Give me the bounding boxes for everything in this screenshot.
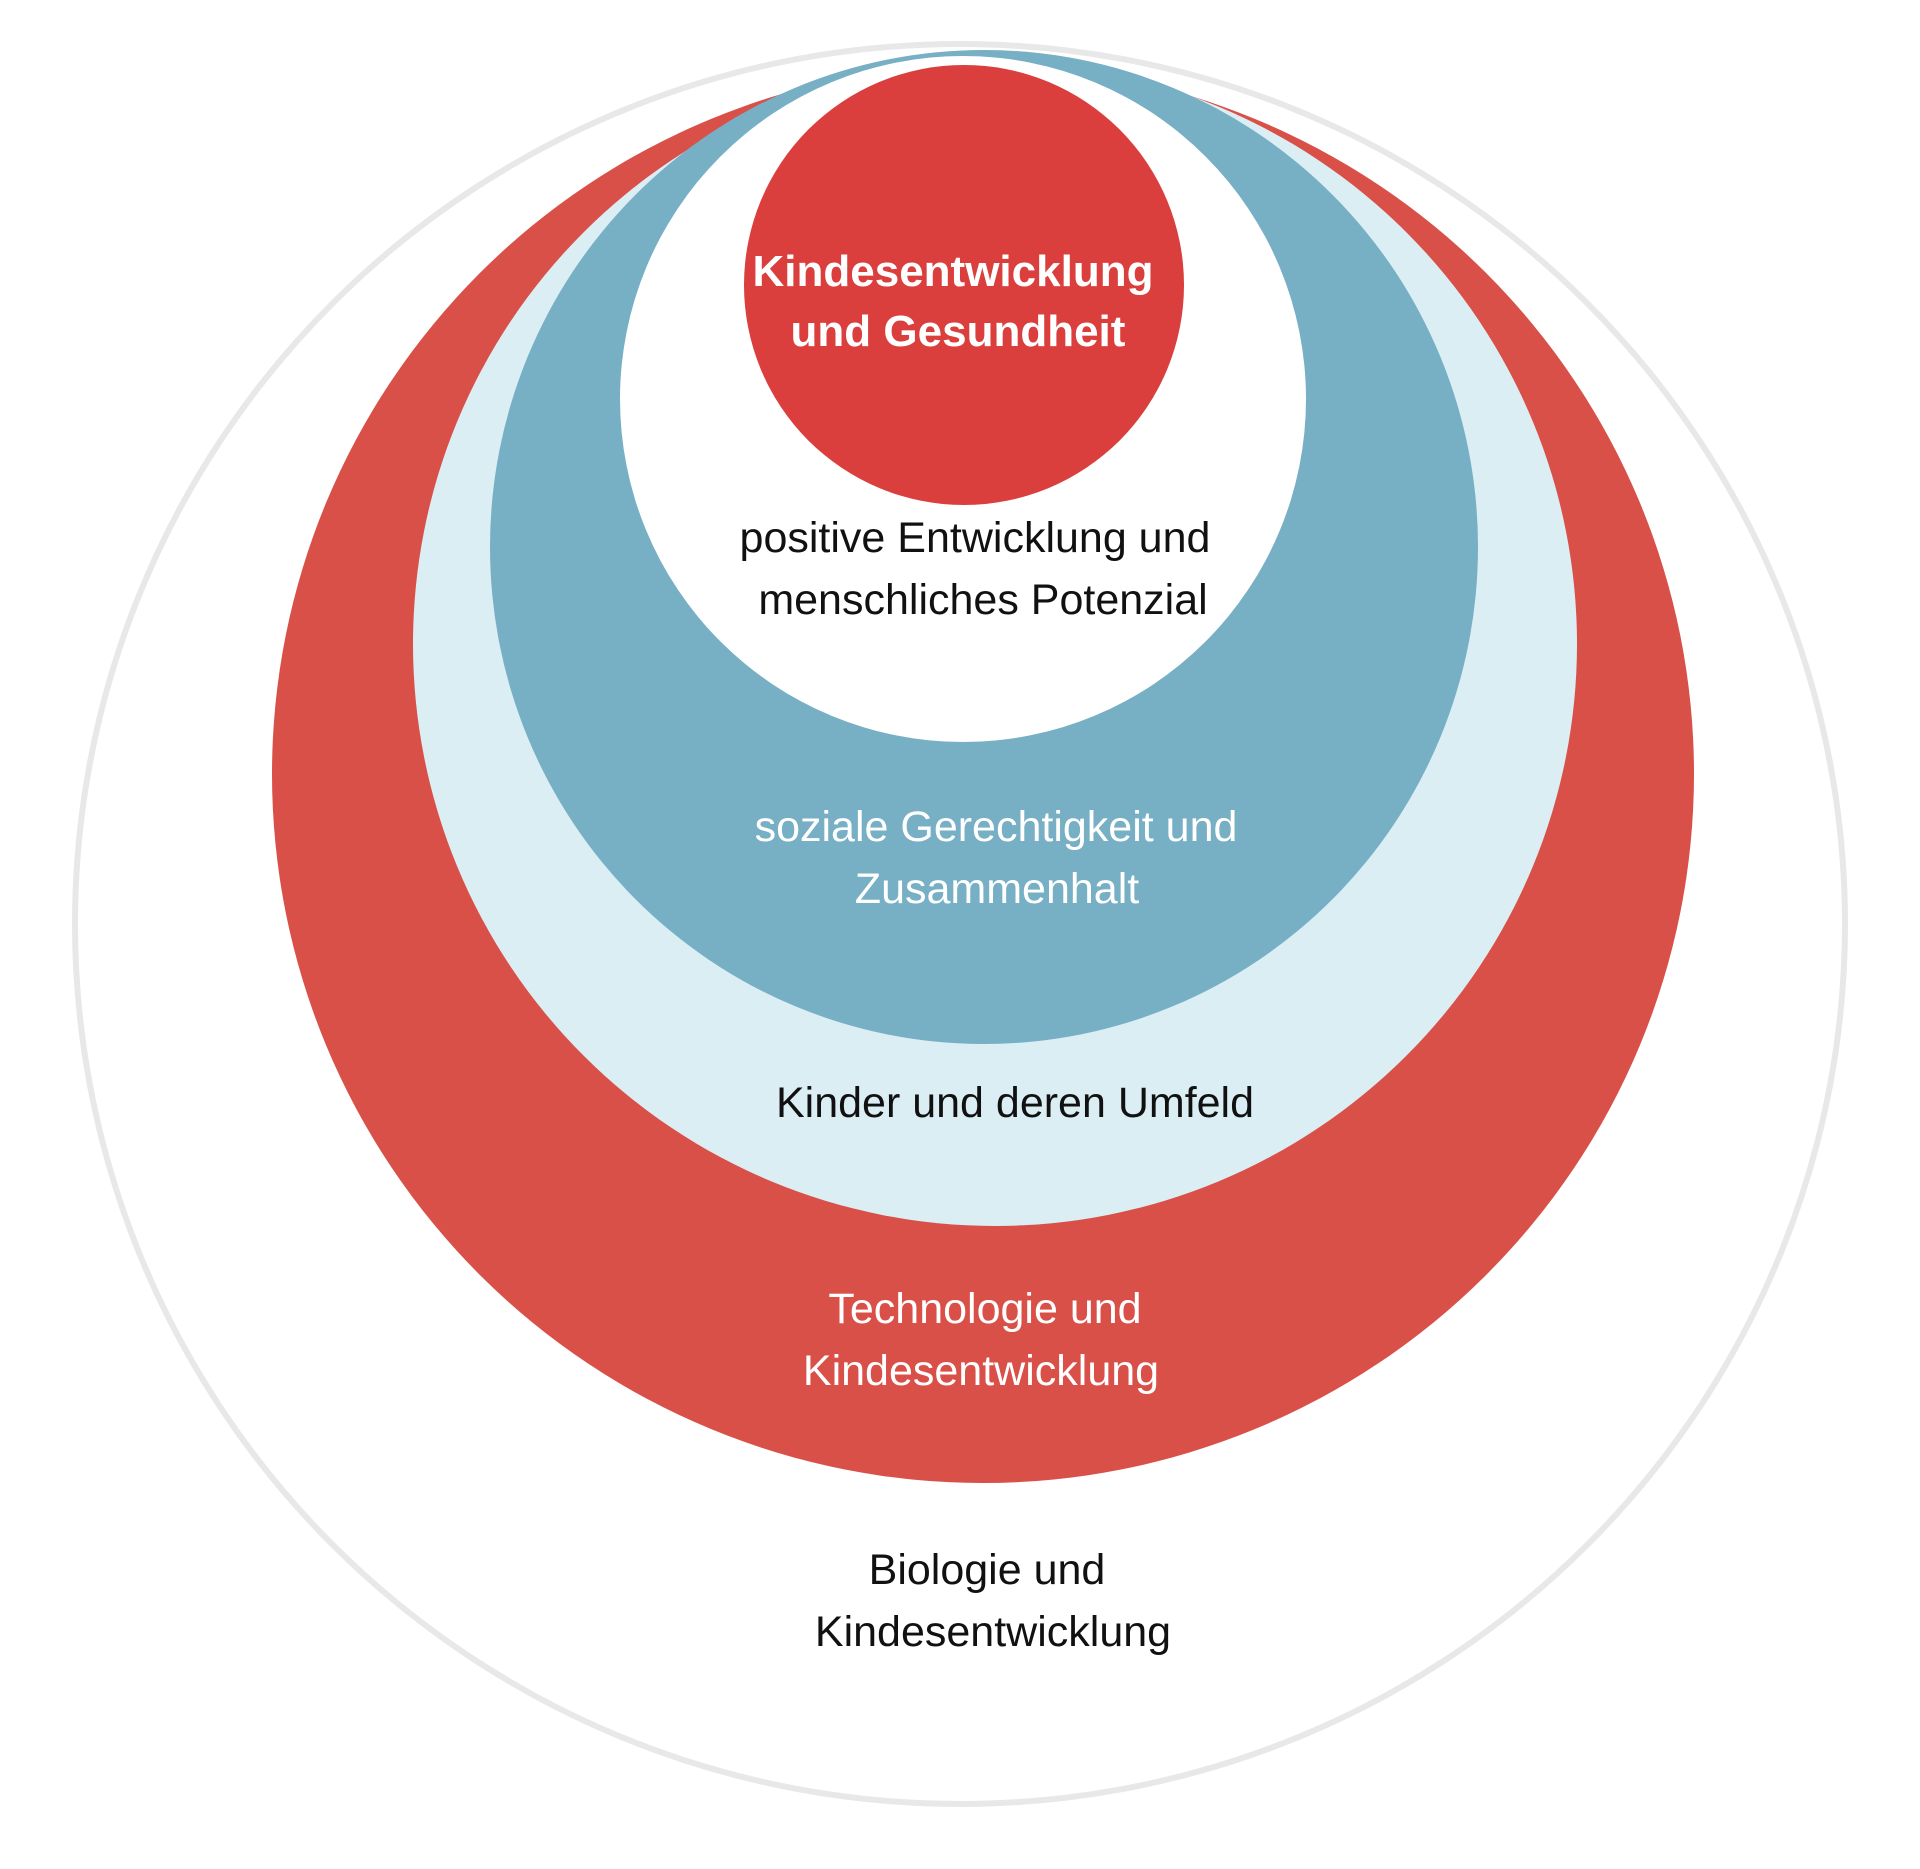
technology-label-line2: Kindesentwicklung: [803, 1347, 1159, 1395]
children-label-line1: Kinder und deren Umfeld: [776, 1079, 1254, 1127]
biology-label-line2: Kindesentwicklung: [815, 1608, 1171, 1656]
positive-label-line2: menschliches Potenzial: [758, 576, 1207, 624]
core-circle: [744, 65, 1184, 505]
social-label-line2: Zusammenhalt: [855, 865, 1139, 913]
core-label-line1: Kindesentwicklung: [753, 247, 1154, 296]
positive-label-line1: positive Entwicklung und: [740, 514, 1211, 562]
biology-label-line1: Biologie und: [869, 1546, 1106, 1594]
technology-label-line1: Technologie und: [828, 1285, 1141, 1333]
core-label-line2: und Gesundheit: [791, 307, 1126, 356]
social-label-line1: soziale Gerechtigkeit und: [755, 803, 1238, 851]
